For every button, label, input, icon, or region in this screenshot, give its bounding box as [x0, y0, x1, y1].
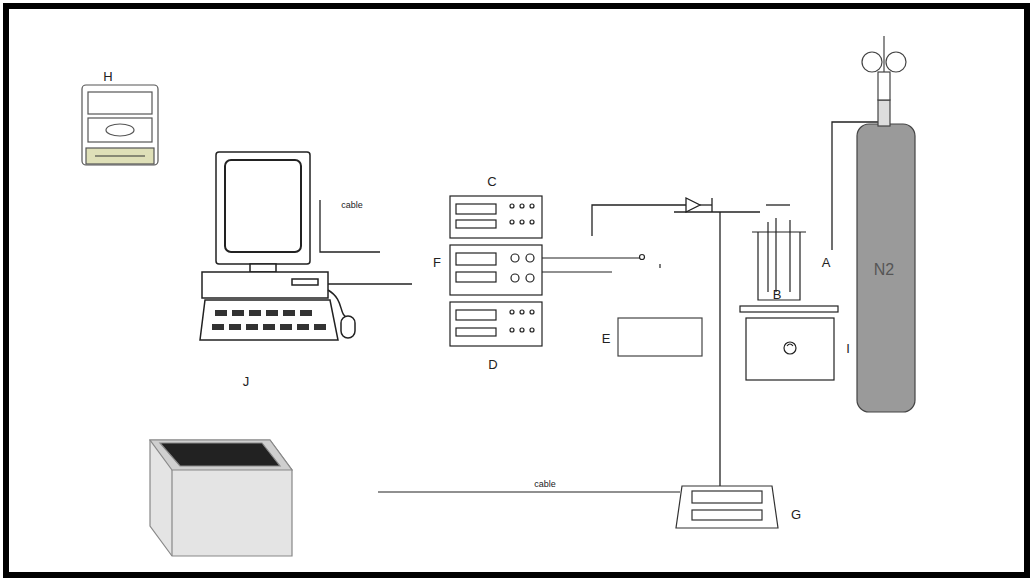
part-letter: E: [602, 332, 611, 345]
gas-line: [592, 122, 880, 486]
part-letter: D: [488, 358, 497, 371]
frame: [6, 6, 1027, 575]
cable-label: cable: [532, 480, 558, 489]
balance-g: [676, 486, 778, 528]
probe-wires: [542, 255, 660, 273]
part-letter: G: [791, 508, 801, 521]
balance-h: [82, 85, 158, 165]
part-letter: B: [773, 288, 782, 301]
part-letter: A: [822, 256, 831, 269]
gas-cylinder: [857, 36, 915, 412]
cable-wires: [320, 200, 412, 284]
part-letter: C: [487, 175, 496, 188]
part-letter: H: [103, 70, 112, 83]
printer: [150, 440, 292, 556]
box-e: [618, 318, 702, 356]
part-letter: I: [846, 342, 850, 355]
gas-label: N2: [874, 262, 894, 278]
cable-label: cable: [339, 201, 365, 210]
part-letter: J: [243, 375, 250, 388]
part-letter: F: [433, 256, 441, 269]
computer: [200, 152, 355, 340]
beaker: [740, 218, 838, 380]
instrument-stack: [450, 196, 542, 346]
printer-cable: [378, 491, 680, 492]
